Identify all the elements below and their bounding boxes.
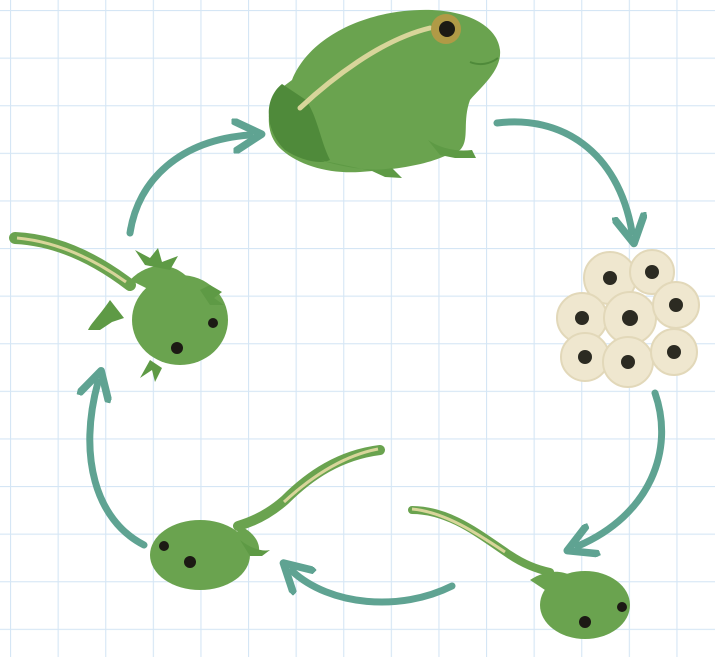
diagram-canvas — [0, 0, 715, 657]
frog-life-cycle-diagram — [0, 0, 715, 657]
